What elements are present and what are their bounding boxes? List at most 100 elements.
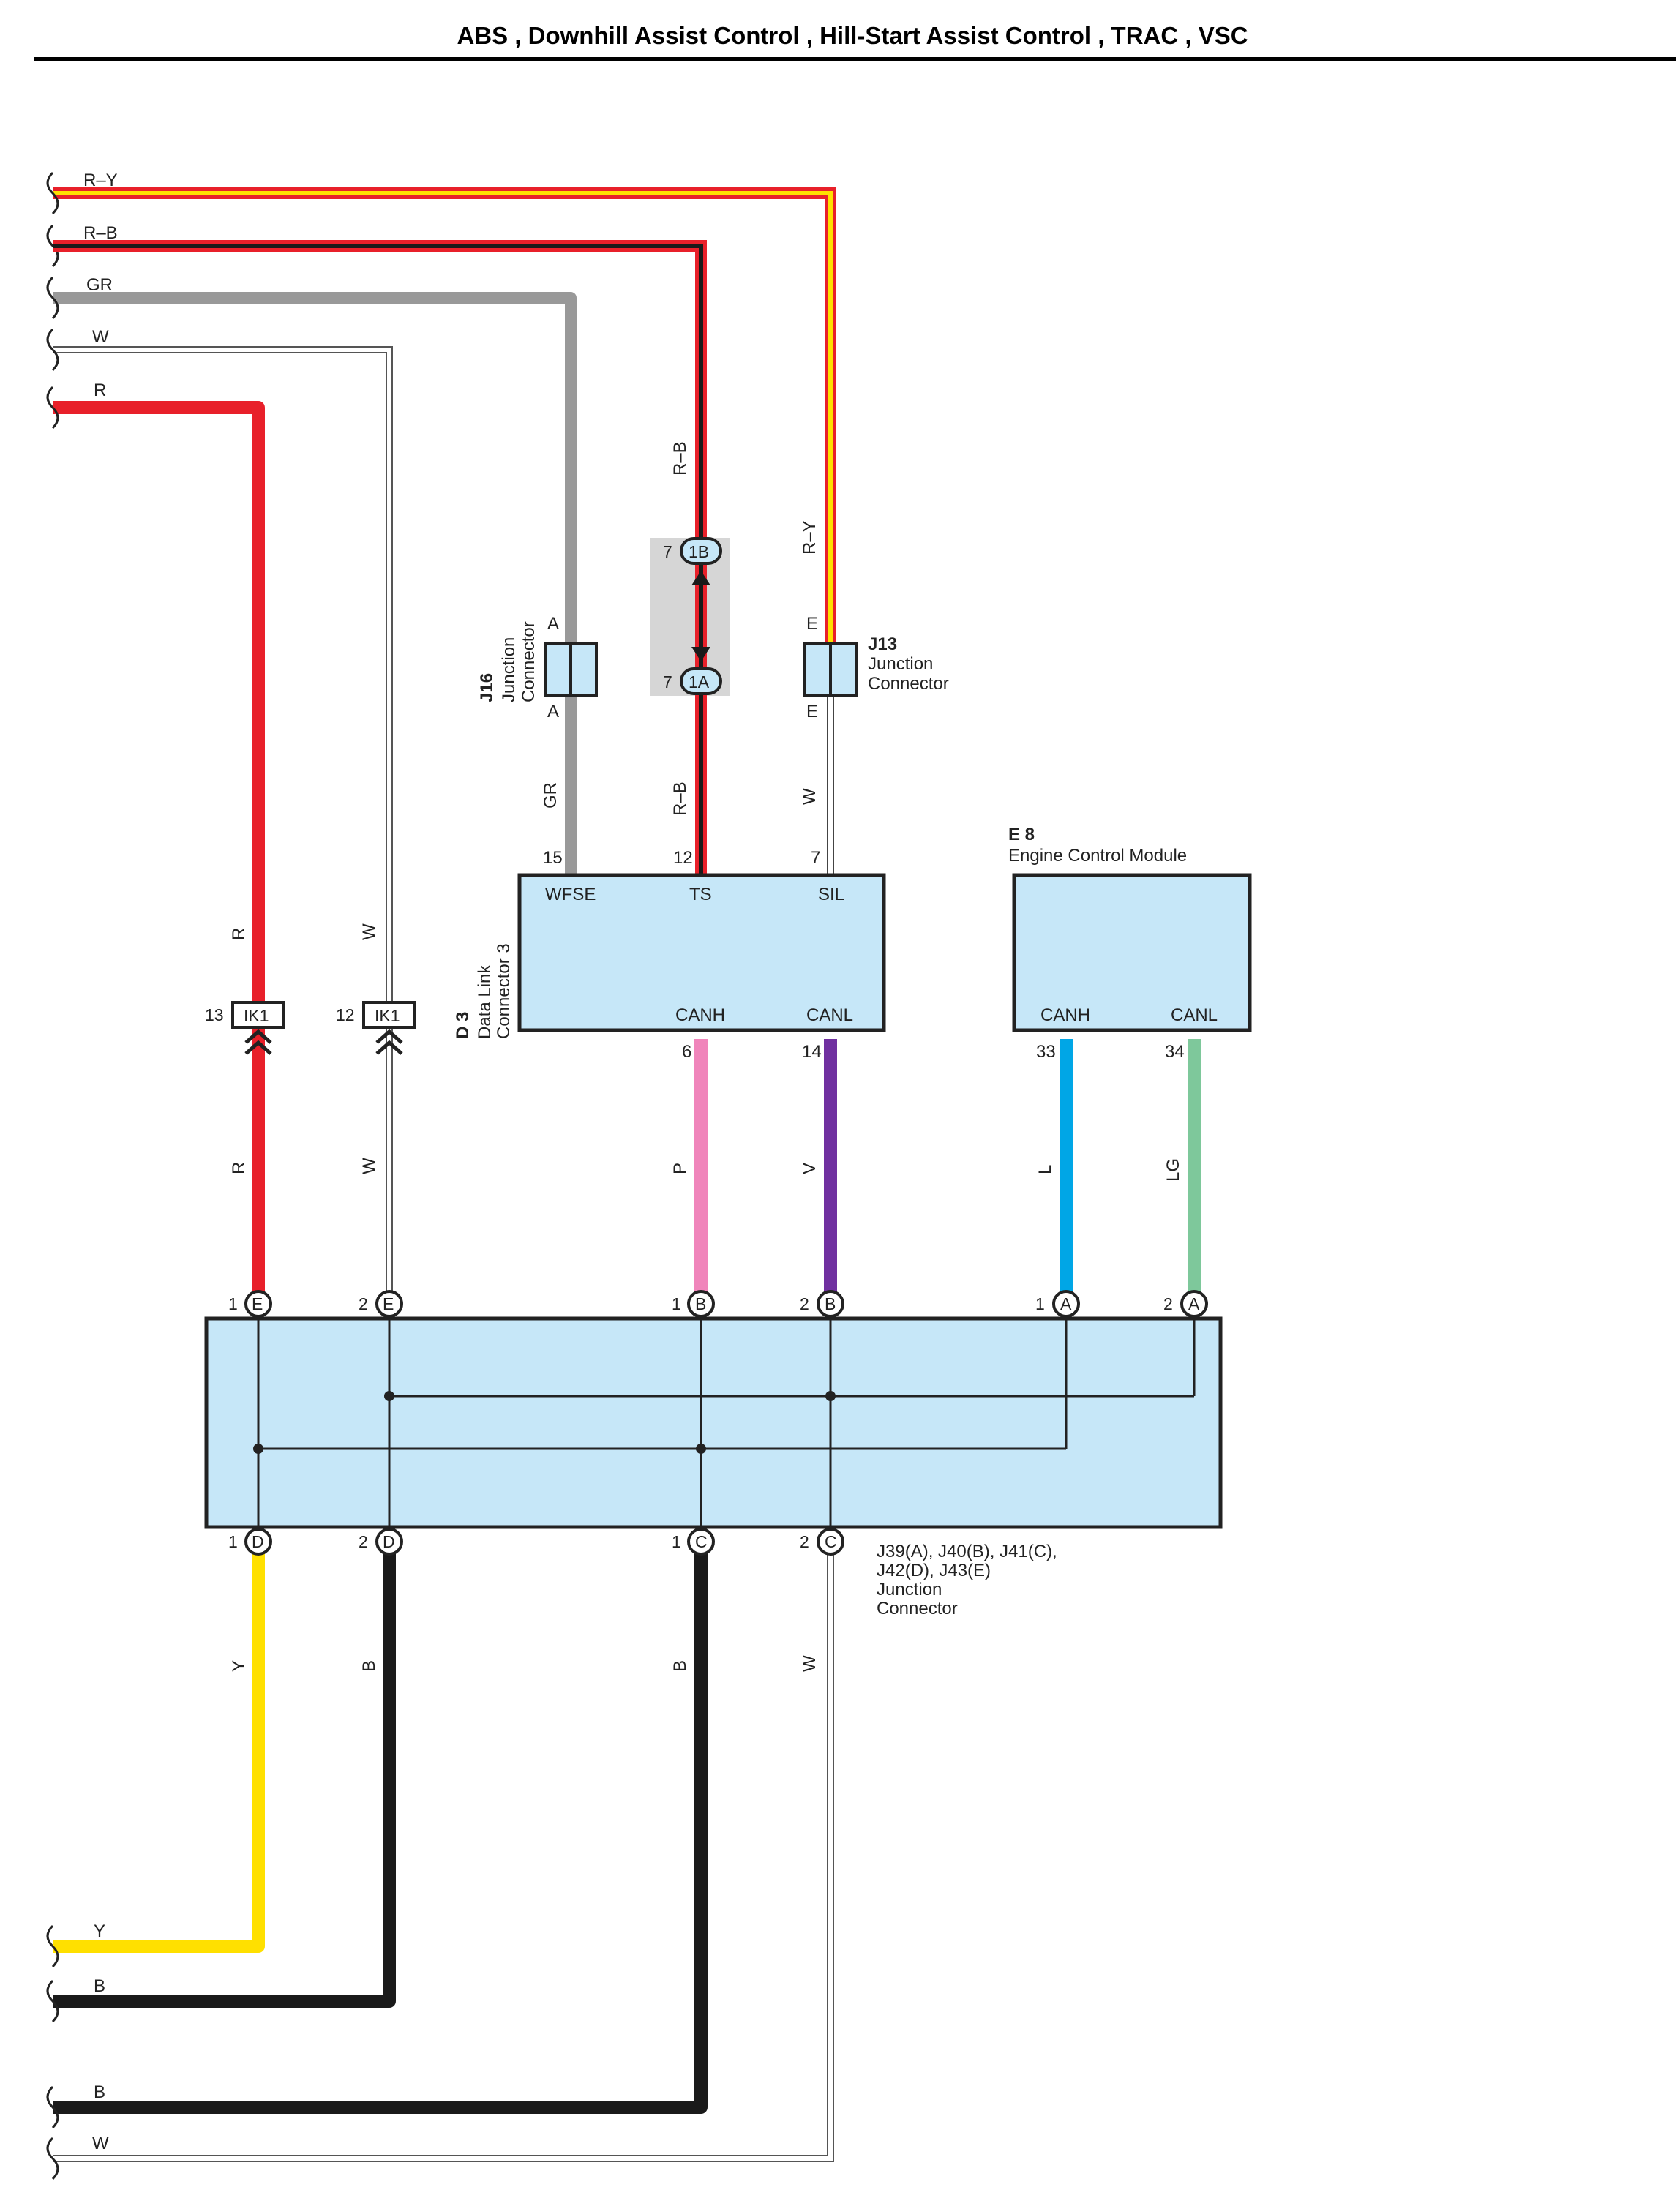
inline-connector-1b-1a: 1B 7 1A 7: [53, 240, 730, 875]
svg-text:Engine Control Module: Engine Control Module: [1008, 846, 1187, 866]
svg-text:7: 7: [663, 672, 672, 691]
svg-text:Data Link: Data Link: [475, 964, 495, 1039]
wire-code-b2-bottom: B: [670, 1660, 690, 1672]
svg-text:1: 1: [228, 1294, 238, 1313]
svg-text:2: 2: [359, 1532, 368, 1551]
svg-text:1: 1: [1035, 1294, 1045, 1313]
wire-label-r: R: [94, 380, 106, 400]
ik1-connector-w: 12 IK1: [336, 1001, 416, 1055]
svg-text:E: E: [806, 702, 818, 721]
wire-code-gr: GR: [541, 782, 560, 809]
svg-text:7: 7: [811, 848, 820, 868]
svg-text:D: D: [252, 1532, 264, 1551]
svg-text:CANL: CANL: [806, 1005, 853, 1025]
j13-junction-connector: E E J13 Junction Connector: [803, 614, 949, 721]
wire-code-w-dn: W: [359, 1158, 379, 1174]
junction-block-label-1: J39(A), J40(B), J41(C),: [877, 1542, 1057, 1561]
ik1-connector-r: 13 IK1: [205, 1001, 285, 1055]
svg-text:D 3: D 3: [453, 1012, 473, 1039]
wire-label-r-y: R–Y: [83, 170, 118, 190]
svg-text:12: 12: [336, 1005, 355, 1024]
wire-w-bottom: [53, 1551, 834, 2162]
svg-text:Connector: Connector: [519, 621, 539, 702]
wire-r: [53, 401, 265, 1295]
wire-code-l: L: [1035, 1165, 1055, 1174]
junction-block-label-3: Junction: [877, 1580, 942, 1599]
wire-code-r-up: R: [229, 928, 249, 940]
svg-text:CANH: CANH: [675, 1005, 725, 1025]
wire-label-y: Y: [94, 1921, 105, 1941]
svg-text:6: 6: [682, 1042, 691, 1062]
junction-top-pins: E 1 E 2 B 1 B 2 A 1 A 2: [228, 1290, 1208, 1318]
wire-code-lg: LG: [1163, 1158, 1183, 1182]
wire-code-ry-top: R–Y: [800, 520, 820, 555]
svg-text:C: C: [825, 1532, 837, 1551]
junction-block-label-2: J42(D), J43(E): [877, 1561, 991, 1580]
svg-text:E: E: [806, 614, 818, 634]
svg-text:Connector 3: Connector 3: [494, 943, 514, 1039]
wire-y-bottom: [53, 1551, 265, 1953]
wire-label-gr: GR: [86, 275, 113, 295]
svg-text:CANL: CANL: [1171, 1005, 1218, 1025]
wire-b2-bottom: [53, 1551, 708, 2114]
j16-junction-connector: A A J16 Junction Connector: [477, 614, 598, 721]
svg-text:34: 34: [1165, 1042, 1185, 1062]
wire-code-r-dn: R: [229, 1162, 249, 1174]
svg-text:1: 1: [672, 1294, 681, 1313]
svg-text:Junction: Junction: [499, 637, 519, 702]
svg-text:J13: J13: [868, 634, 897, 654]
svg-text:2: 2: [359, 1294, 368, 1313]
wire-r-b: [53, 240, 707, 875]
page-title: ABS , Downhill Assist Control , Hill-Sta…: [457, 22, 1248, 49]
wire-code-y-bottom: Y: [229, 1660, 249, 1672]
svg-text:1: 1: [672, 1532, 681, 1551]
svg-text:15: 15: [543, 848, 563, 868]
wire-label-w: W: [92, 327, 109, 347]
wire-code-w-sil: W: [800, 788, 820, 805]
wire-gr: [53, 292, 577, 875]
wire-code-v: V: [800, 1163, 820, 1174]
wire-label-w2: W: [92, 2134, 109, 2153]
svg-text:C: C: [695, 1532, 708, 1551]
svg-text:SIL: SIL: [818, 885, 844, 904]
svg-text:12: 12: [673, 848, 693, 868]
svg-text:2: 2: [1163, 1294, 1173, 1313]
wire-w-upper: [53, 346, 393, 1295]
wire-break-marks: [46, 171, 59, 2180]
wire-code-rb-top: R–B: [670, 441, 690, 476]
wire-r-y: [53, 187, 836, 644]
wire-label-b1: B: [94, 1976, 105, 1996]
wire-code-rb-dlc: R–B: [670, 781, 690, 816]
svg-text:B: B: [825, 1294, 836, 1313]
svg-text:2: 2: [800, 1294, 809, 1313]
wire-code-w-bottom: W: [800, 1655, 820, 1672]
svg-text:IK1: IK1: [244, 1006, 269, 1025]
svg-text:A: A: [1060, 1294, 1072, 1313]
svg-text:2: 2: [800, 1532, 809, 1551]
svg-text:14: 14: [802, 1042, 822, 1062]
svg-text:1A: 1A: [689, 672, 710, 691]
wire-label-r-b: R–B: [83, 223, 118, 243]
wire-b1-bottom: [53, 1551, 396, 2008]
svg-text:J16: J16: [477, 673, 497, 702]
svg-text:A: A: [1188, 1294, 1200, 1313]
junction-block-label-4: Connector: [877, 1599, 958, 1618]
svg-text:Connector: Connector: [868, 674, 949, 694]
svg-text:IK1: IK1: [375, 1006, 400, 1025]
header-rule: [34, 57, 1676, 61]
svg-text:TS: TS: [689, 885, 712, 904]
wire-code-w-up: W: [359, 923, 379, 940]
junction-block: E 1 E 2 B 1 B 2 A 1 A 2 D 1 D 2 C: [204, 1290, 1223, 1618]
svg-text:A: A: [547, 702, 559, 721]
svg-text:E: E: [252, 1294, 263, 1313]
wire-code-b1-bottom: B: [359, 1660, 379, 1672]
svg-text:WFSE: WFSE: [545, 885, 596, 904]
svg-text:Junction: Junction: [868, 654, 933, 674]
d3-data-link-connector: 15 12 7 WFSE TS SIL CANH CANL 6 14 D 3 D…: [453, 848, 886, 1062]
svg-text:B: B: [695, 1294, 706, 1313]
wire-code-p: P: [670, 1163, 690, 1174]
svg-text:A: A: [547, 614, 559, 634]
svg-text:E 8: E 8: [1008, 825, 1035, 844]
svg-text:1B: 1B: [689, 542, 709, 561]
